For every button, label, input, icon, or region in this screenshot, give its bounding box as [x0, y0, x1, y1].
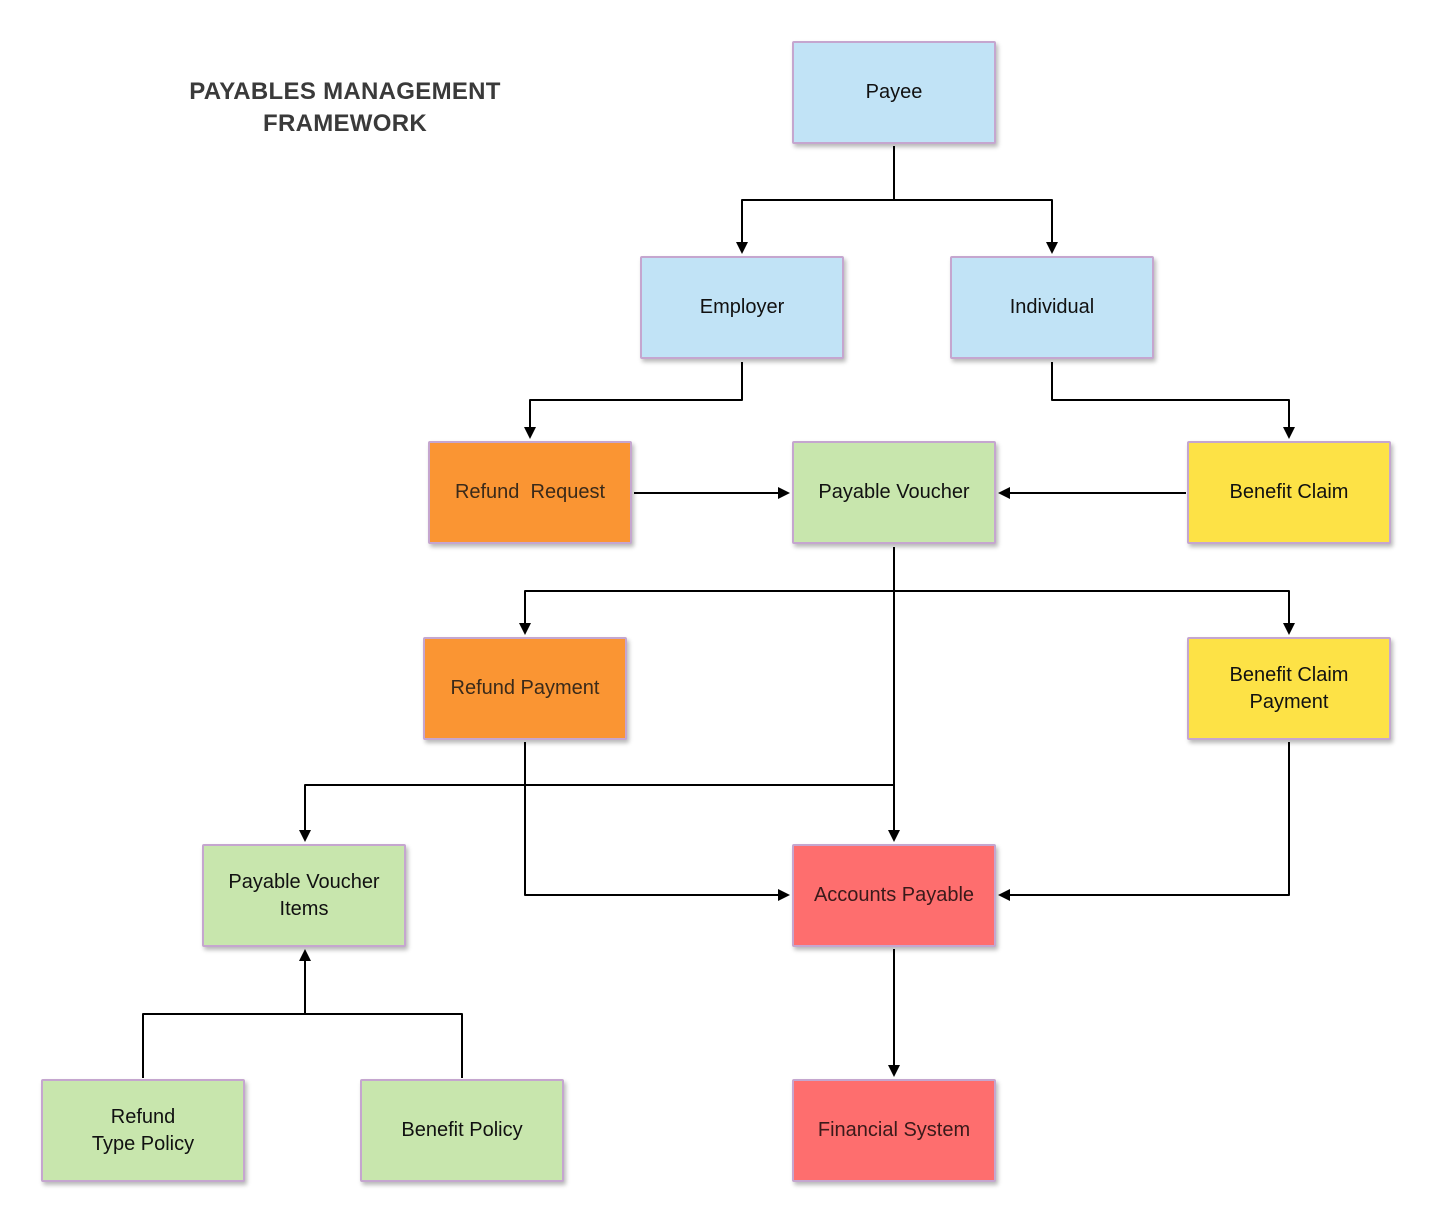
node-benefit-claim[interactable]: Benefit Claim: [1187, 441, 1391, 544]
node-benefit-policy[interactable]: Benefit Policy: [360, 1079, 564, 1182]
node-refund-payment[interactable]: Refund Payment: [423, 637, 627, 740]
node-individual[interactable]: Individual: [950, 256, 1154, 359]
node-refund-type-policy-line-1: Refund: [110, 1105, 176, 1128]
edge-payee-employer: [736, 146, 895, 254]
node-benefit-claim-payment-line-2: Payment: [1249, 690, 1329, 713]
edge-refund-type-policy-items: [142, 949, 311, 1078]
node-refund-type-policy[interactable]: Refund Type Policy: [41, 1079, 245, 1182]
node-financial-system[interactable]: Financial System: [792, 1079, 996, 1182]
title-line-1: PAYABLES MANAGEMENT: [189, 78, 501, 105]
edge-payable-voucher-items: [299, 784, 894, 842]
node-employer-label: Employer: [699, 296, 785, 318]
edge-benefit-claim-payment-accounts-payable: [998, 742, 1290, 901]
node-benefit-policy-label: Benefit Policy: [401, 1119, 523, 1141]
edge-payable-voucher-benefit-claim-payment: [894, 590, 1295, 635]
node-refund-request-label: Refund Request: [454, 481, 606, 503]
edge-individual-benefit-claim: [1051, 362, 1295, 439]
node-benefit-claim-payment-line-1: Benefit Claim: [1229, 663, 1349, 686]
node-payable-voucher-items-line-2: Items: [279, 897, 329, 920]
node-payable-voucher-label: Payable Voucher: [818, 481, 970, 503]
node-refund-payment-label: Refund Payment: [450, 677, 600, 699]
node-payable-voucher[interactable]: Payable Voucher: [792, 441, 996, 544]
title-line-2: FRAMEWORK: [262, 110, 427, 137]
node-financial-system-label: Financial System: [817, 1119, 971, 1141]
node-payee[interactable]: Payee: [792, 41, 996, 144]
diagram-title: PAYABLES MANAGEMENT FRAMEWORK: [160, 76, 530, 140]
edge-payee-individual: [894, 199, 1058, 254]
edge-refund-payment-accounts-payable: [524, 742, 790, 901]
node-refund-type-policy-line-2: Type Policy: [91, 1132, 195, 1155]
node-payable-voucher-items-line-1: Payable Voucher: [228, 870, 380, 893]
node-accounts-payable-label: Accounts Payable: [813, 884, 975, 906]
edge-employer-refund-request: [524, 362, 743, 439]
node-benefit-claim-label: Benefit Claim: [1229, 481, 1349, 503]
edge-benefit-policy-items: [305, 1013, 463, 1078]
edge-payable-voucher-refund-payment: [519, 547, 895, 635]
node-payee-label: Payee: [865, 81, 923, 103]
node-accounts-payable[interactable]: Accounts Payable: [792, 844, 996, 947]
node-individual-label: Individual: [1009, 296, 1095, 318]
node-employer[interactable]: Employer: [640, 256, 844, 359]
node-refund-request[interactable]: Refund Request: [428, 441, 632, 544]
node-benefit-claim-payment[interactable]: Benefit Claim Payment: [1187, 637, 1391, 740]
node-payable-voucher-items[interactable]: Payable Voucher Items: [202, 844, 406, 947]
